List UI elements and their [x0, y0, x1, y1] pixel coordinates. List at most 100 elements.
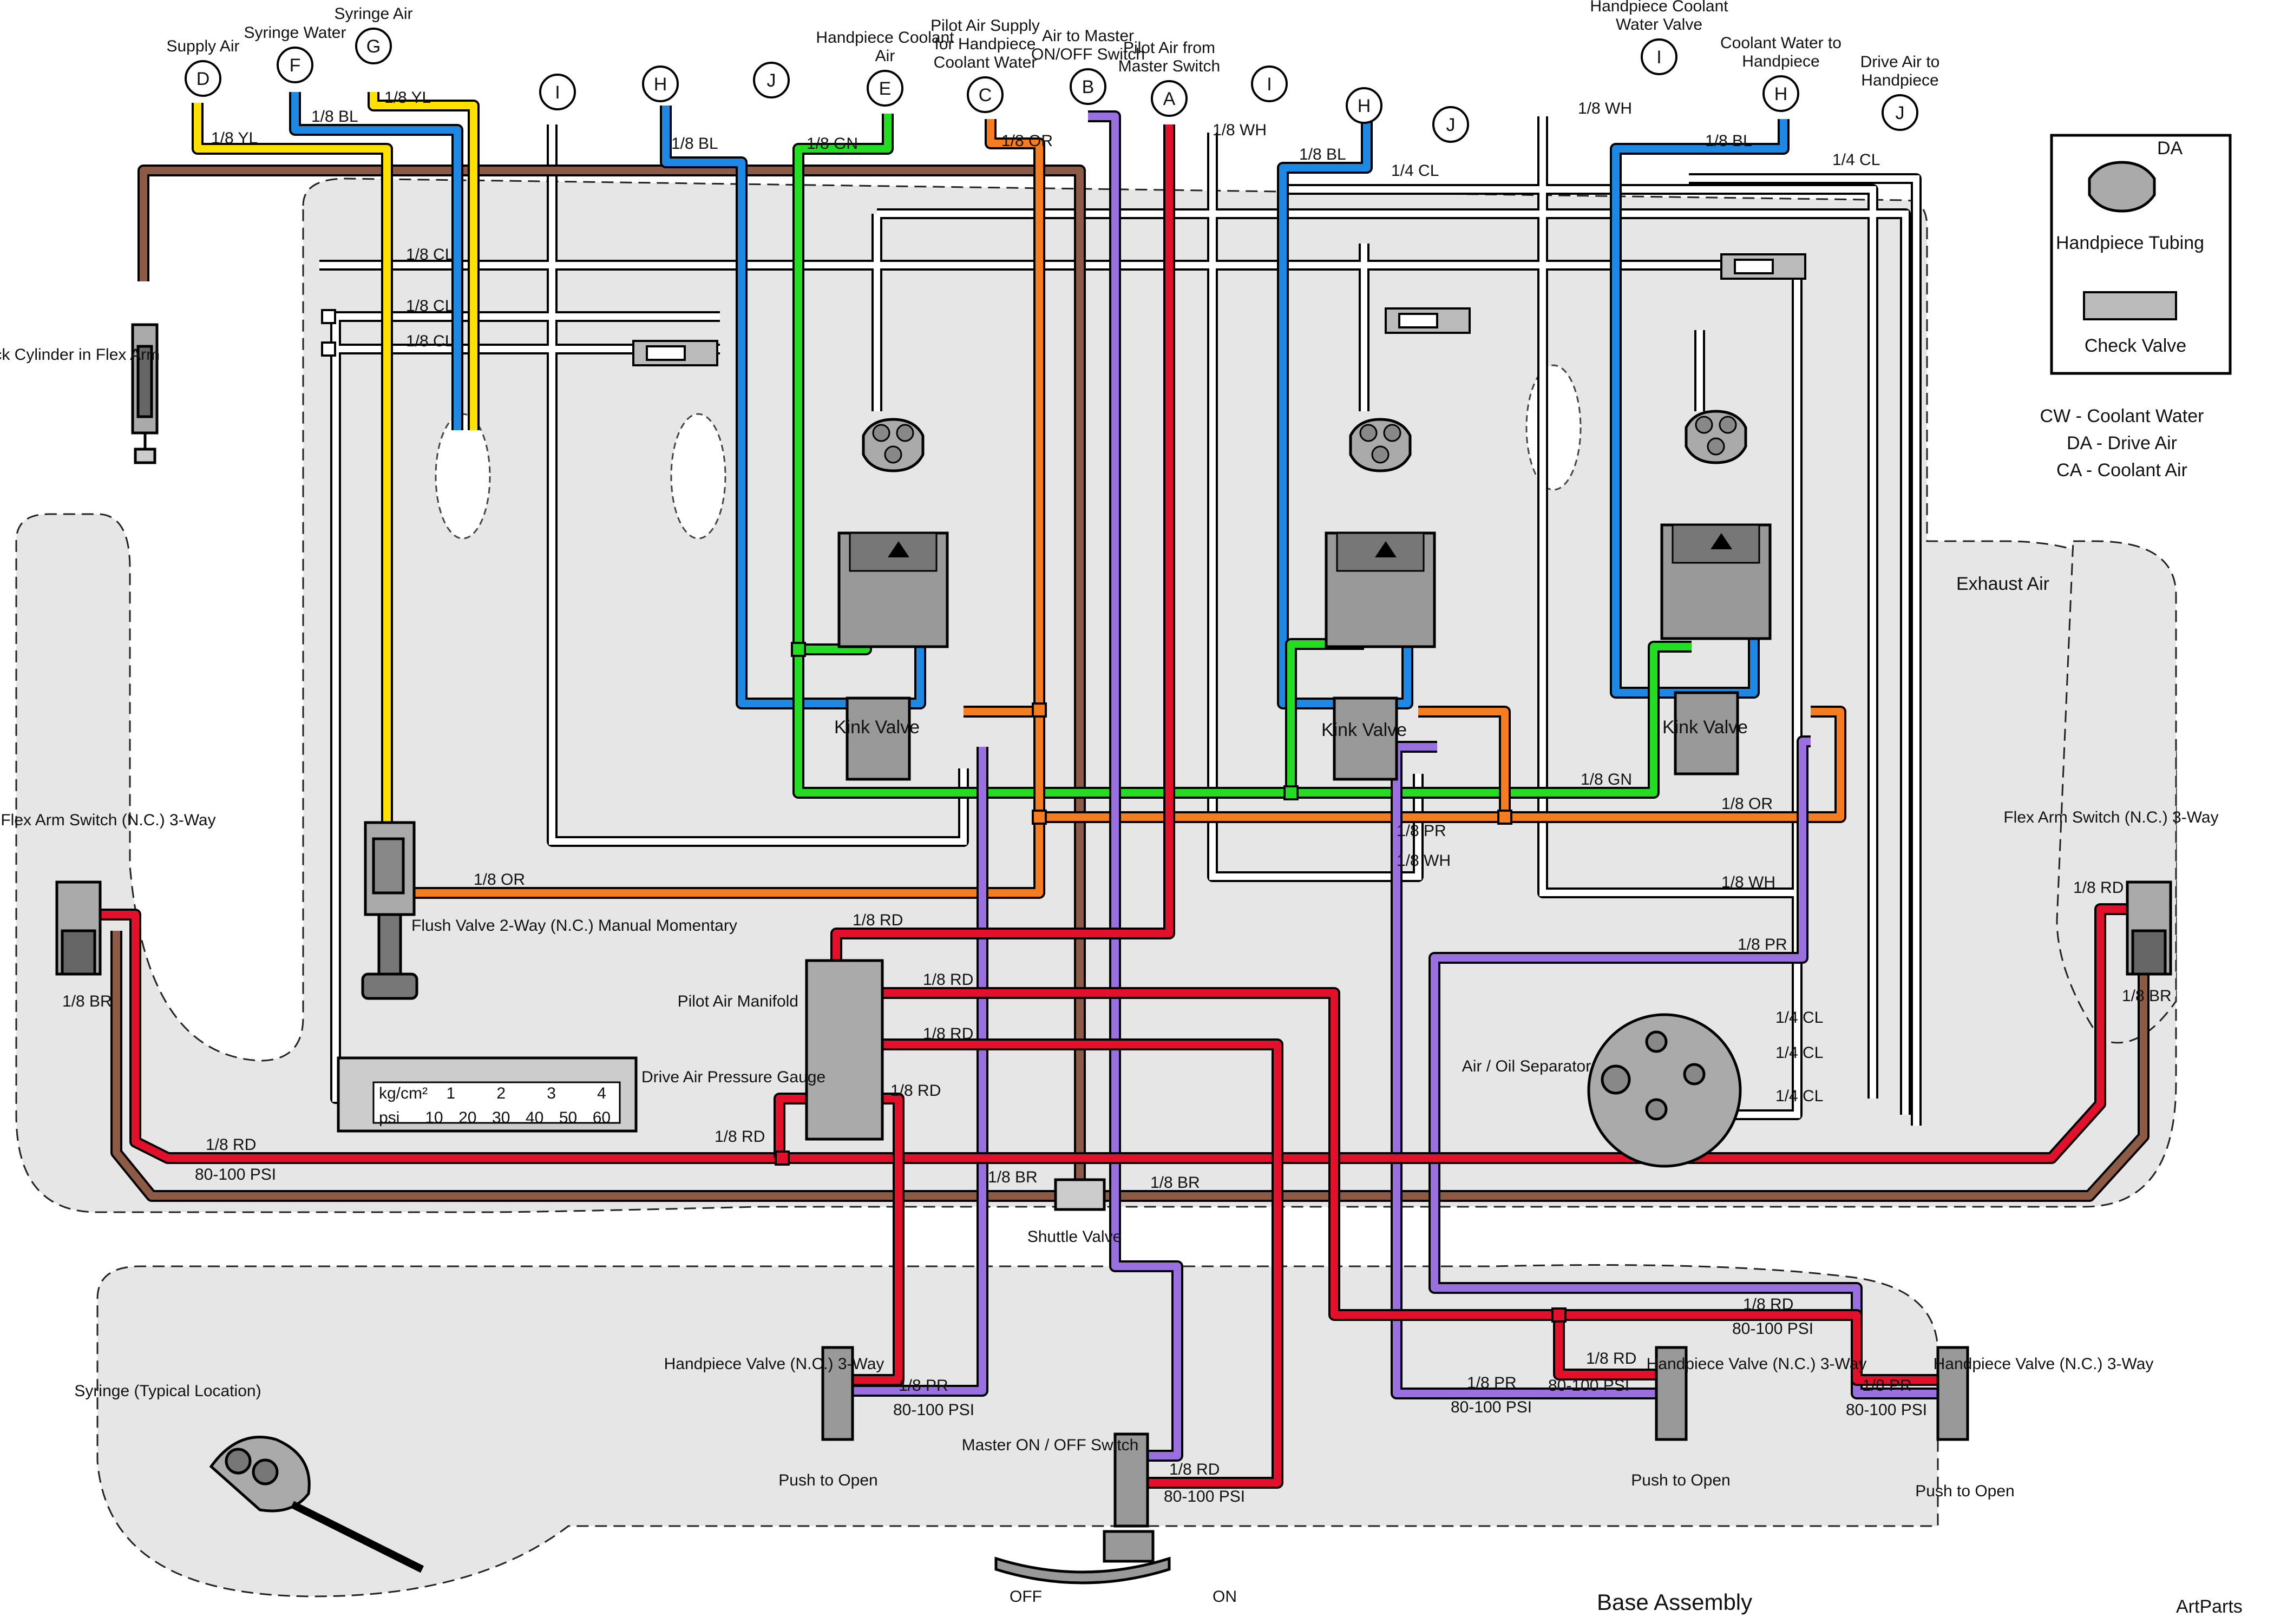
colored-tubes — [100, 92, 2150, 1489]
abbrev-da: DA - Drive Air — [2067, 433, 2177, 453]
connector-c-7 — [967, 76, 1004, 113]
hardware — [55, 323, 2172, 1584]
hp-block-1 — [837, 418, 949, 781]
tube-label-psi-5: 80-100 PSI — [1548, 1377, 1629, 1395]
kink-valve-3: Kink Valve — [1662, 717, 1748, 738]
connector-letter: I — [555, 82, 560, 103]
tube-label-psi-7: 80-100 PSI — [1846, 1401, 1927, 1419]
gauge-bottom-tick: 60 — [593, 1109, 611, 1127]
connector-letter: J — [767, 70, 776, 91]
gauge-top-tick: 2 — [496, 1084, 506, 1102]
tube-label-psi-6: 80-100 PSI — [1732, 1320, 1813, 1338]
kink-valve-1: Kink Valve — [834, 717, 920, 738]
connector-letter: I — [1656, 47, 1661, 68]
gauge-top-tick: 3 — [547, 1084, 556, 1102]
hp-valve-2-label: Handpiece Valve (N.C.) 3-Way — [1647, 1355, 1867, 1373]
tube-label-wh: 1/8 WH — [1213, 121, 1267, 139]
tube-label-or-2: 1/8 OR — [474, 871, 525, 889]
tube-label-rd-5: 1/8 RD — [715, 1128, 765, 1146]
hp-block-3 — [1660, 410, 1772, 775]
top-label-text: Handpiece Coolant — [816, 29, 954, 47]
tube-label-rd-7: 1/8 RD — [2073, 879, 2124, 897]
push-to-open-3: Push to Open — [1915, 1482, 2014, 1500]
tube-label-pr-5: 1/8 PR — [1862, 1377, 1912, 1395]
connector-j-12 — [1432, 106, 1469, 143]
tube-label-gn-2: 1/8 GN — [1581, 771, 1632, 788]
top-label-text: Handpiece Coolant — [1590, 0, 1728, 15]
connector-g-2 — [355, 28, 392, 64]
tube-label-rd-3: 1/8 RD — [923, 1025, 973, 1043]
top-label-text: Master Switch — [1118, 57, 1220, 75]
top-label-text: Air — [875, 47, 895, 65]
tube-label-cl14: 1/4 CL — [1391, 162, 1439, 180]
top-label-text: Water Valve — [1616, 16, 1702, 34]
connector-letter: D — [196, 69, 210, 89]
push-to-open-2: Push to Open — [1631, 1471, 1730, 1489]
tube-label-cl-2: 1/8 CL — [406, 297, 454, 315]
tube-label-yl: 1/8 YL — [211, 129, 258, 147]
connector-j-5 — [753, 62, 790, 98]
connector-letter: H — [1358, 96, 1371, 116]
top-label-text: Handpiece — [1861, 71, 1938, 89]
tube-label-cl-3: 1/8 CL — [406, 332, 454, 350]
tube-label-gn: 1/8 GN — [807, 135, 858, 153]
connector-letter: H — [654, 74, 667, 95]
tube-label-cl14-2: 1/4 CL — [1832, 151, 1880, 169]
tube-label-wh-3: 1/8 WH — [1397, 852, 1451, 870]
gauge-bottom-tick: 10 — [425, 1109, 443, 1127]
labels: Base Assembly ArtParts DA Handpiece Tubi… — [0, 89, 2243, 1617]
tube-label-cl14-4: 1/4 CL — [1775, 1044, 1823, 1062]
syringe-label: Syringe (Typical Location) — [74, 1382, 261, 1400]
flush-valve-label: Flush Valve 2-Way (N.C.) Manual Momentar… — [411, 917, 737, 935]
junctions — [321, 309, 1567, 1323]
tube-label-wh-2: 1/8 WH — [1578, 100, 1632, 117]
watermark: ArtParts — [2176, 1596, 2243, 1617]
exhaust-air-label: Exhaust Air — [1956, 574, 2049, 594]
hp-block-2 — [1325, 418, 1436, 781]
top-label-text: Handpiece — [1742, 52, 1819, 70]
legend-box — [2050, 134, 2232, 375]
connector-i-3 — [539, 74, 576, 110]
tube-label-rd-9: 1/8 RD — [1586, 1350, 1636, 1367]
legend-handpiece-tubing: Handpiece Tubing — [2056, 233, 2204, 253]
connector-letter: A — [1163, 89, 1176, 109]
connector-i-13 — [1641, 38, 1677, 75]
connector-letter: J — [1446, 115, 1456, 135]
top-label-text: ON/OFF Switch — [1031, 45, 1145, 63]
master-switch-label: Master ON / OFF Switch — [962, 1436, 1139, 1454]
tube-label-yl-2: 1/8 YL — [384, 89, 431, 107]
gauge-top-tick: 4 — [597, 1084, 606, 1102]
tube-label-bl-2: 1/8 BL — [671, 135, 718, 153]
connector-i-10 — [1251, 65, 1288, 102]
handpiece-blocks — [837, 410, 1772, 781]
push-to-open-1: Push to Open — [778, 1471, 877, 1489]
gauge-bottom-tick: 30 — [492, 1109, 510, 1127]
tube-label-bl-4: 1/8 BL — [1705, 132, 1752, 150]
connector-d-0 — [185, 60, 221, 97]
flex-switch-left-label: Flex Arm Switch (N.C.) 3-Way — [1, 811, 215, 829]
tube-label-psi-3: 80-100 PSI — [1164, 1488, 1245, 1505]
gauge-top-tick: 1 — [447, 1084, 456, 1102]
top-label-text: Syringe Water — [244, 24, 346, 42]
hp-valve-1-label: Handpiece Valve (N.C.) 3-Way — [664, 1355, 884, 1373]
connector-h-14 — [1762, 75, 1799, 112]
gauge-unit-bottom: psi — [379, 1109, 399, 1127]
tube-label-pr-3: 1/8 PR — [899, 1377, 948, 1395]
connector-a-9 — [1151, 80, 1188, 117]
tube-label-wh-4: 1/8 WH — [1721, 873, 1775, 891]
gauge-unit-top: kg/cm² — [379, 1084, 428, 1102]
top-label-text: Pilot Air Supply — [930, 17, 1040, 35]
legend-da: DA — [2157, 138, 2183, 159]
connector-letter: C — [979, 85, 992, 106]
tube-label-br-4: 1/8 BR — [1150, 1174, 1200, 1192]
off-label: OFF — [1010, 1588, 1042, 1606]
tube-label-psi-2: 80-100 PSI — [893, 1401, 974, 1419]
connector-j-15 — [1882, 94, 1918, 131]
connector-b-8 — [1070, 68, 1106, 105]
tube-label-cl-1: 1/8 CL — [406, 246, 454, 264]
top-label-text: Air to Master — [1042, 27, 1134, 45]
connector-h-4 — [642, 65, 679, 102]
